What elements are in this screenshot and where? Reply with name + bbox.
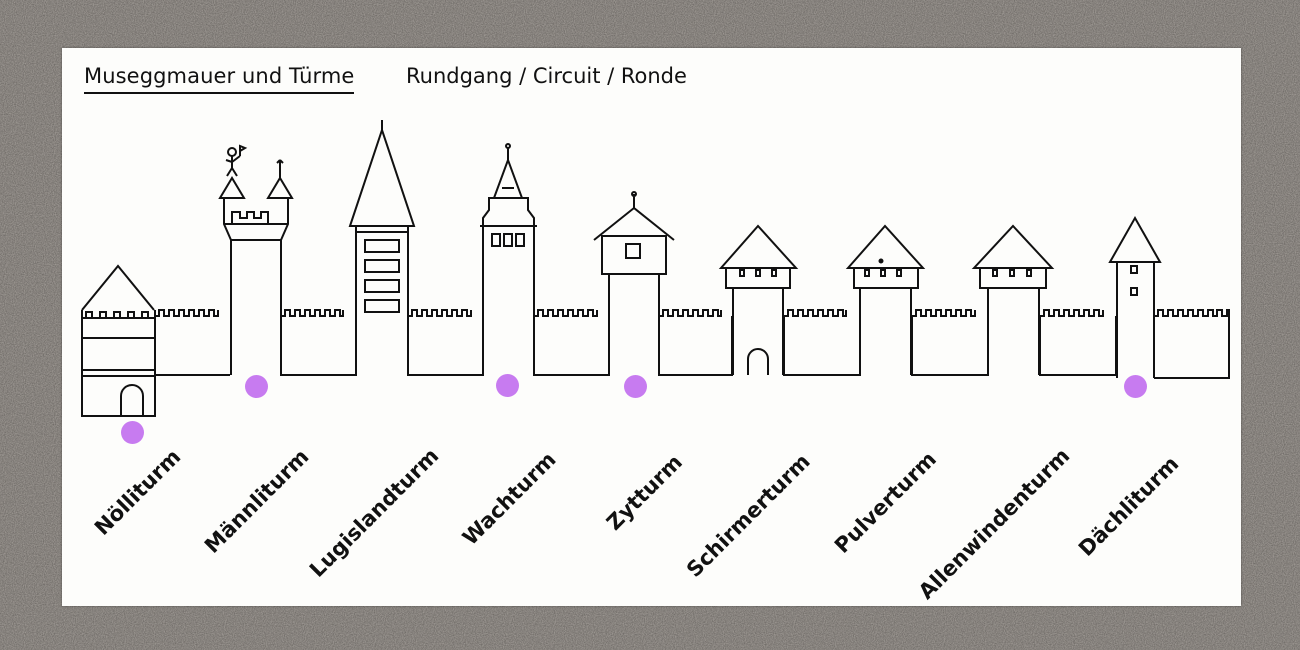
wall-segments xyxy=(154,309,1230,379)
wall-diagram xyxy=(81,120,1230,417)
tower-zytturm xyxy=(593,191,675,375)
tower-pulverturm xyxy=(845,224,926,375)
tower-noelliturm xyxy=(81,264,156,417)
tower-wachturm xyxy=(480,143,537,375)
wall-segment xyxy=(783,309,861,376)
wall-segment xyxy=(155,309,219,317)
wall-segment xyxy=(154,316,230,376)
wall-segment xyxy=(533,309,610,376)
page-subtitle: Rundgang / Circuit / Ronde xyxy=(406,64,687,88)
wall-segment xyxy=(280,309,357,376)
circuit-marker-dot xyxy=(1123,374,1147,398)
tower-maennliturm xyxy=(218,144,294,375)
wall-segment xyxy=(1154,309,1230,379)
sign-panel: Museggmauer und Türme Rundgang / Circuit… xyxy=(62,48,1241,606)
tower-daechliturm xyxy=(1108,215,1162,378)
circuit-marker-dot xyxy=(495,373,519,397)
circuit-marker-dot xyxy=(120,420,144,444)
tower-schirmerturm xyxy=(718,224,799,375)
wall-segment xyxy=(911,309,989,376)
wall-segment xyxy=(1039,309,1117,376)
tower-lugislandturm xyxy=(348,120,416,375)
wall-segment xyxy=(658,309,733,376)
tower-allenwindenturm xyxy=(971,224,1055,375)
circuit-marker-dot xyxy=(623,374,647,398)
page-title: Museggmauer und Türme xyxy=(84,64,355,94)
wall-segment xyxy=(407,309,484,376)
circuit-marker-dot xyxy=(244,374,268,398)
